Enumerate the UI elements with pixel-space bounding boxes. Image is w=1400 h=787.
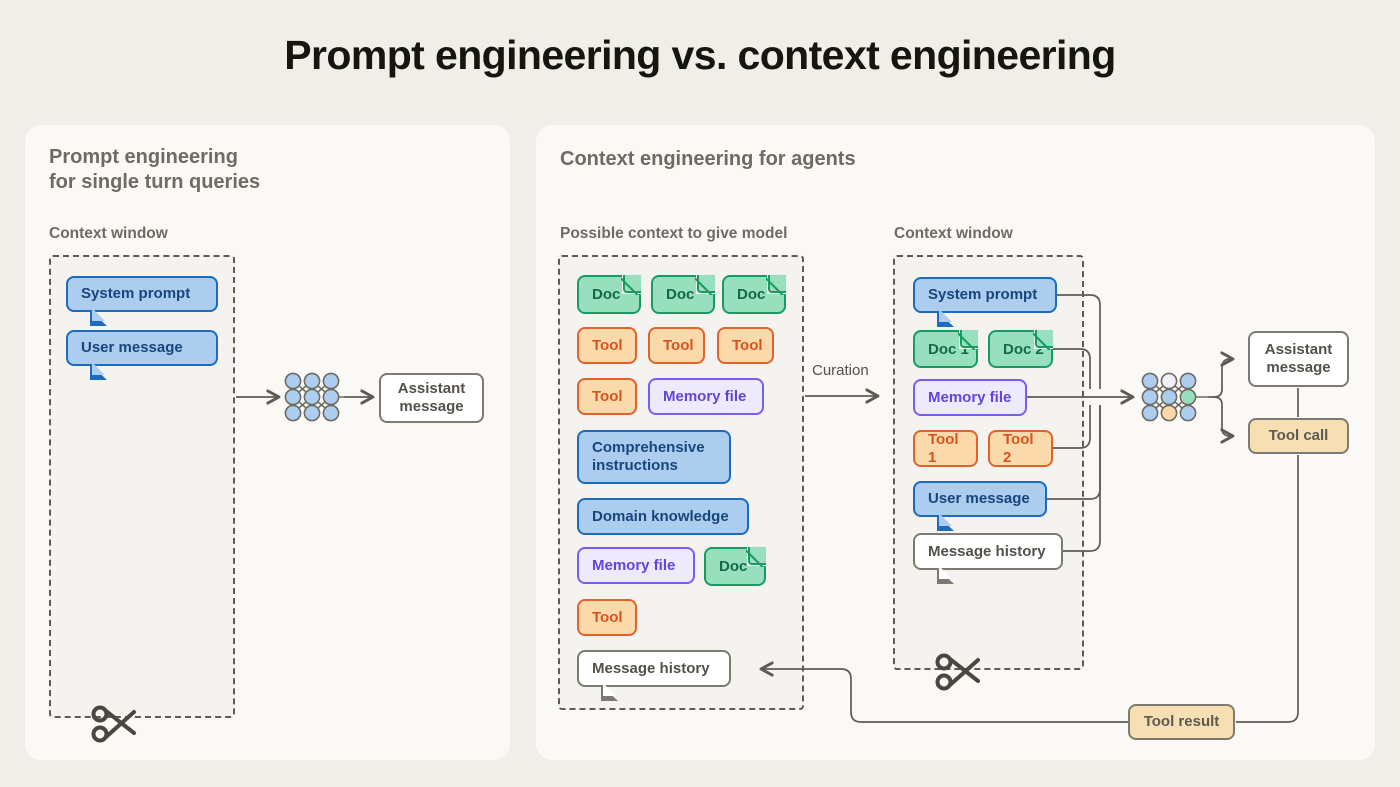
chip-label: System prompt bbox=[928, 286, 1038, 303]
chip-label: Tool 2 bbox=[1003, 430, 1034, 466]
chip-tool-4[interactable]: Tool bbox=[577, 378, 637, 415]
right-panel-heading: Context engineering for agents bbox=[560, 148, 856, 170]
chip-tool-3[interactable]: Tool bbox=[717, 327, 774, 364]
chip-comprehensive-instructions[interactable]: Comprehensive instructions bbox=[577, 430, 731, 484]
chip-label: Doc bbox=[737, 286, 766, 303]
chip-memory-file-2[interactable]: Memory file bbox=[577, 547, 695, 584]
bubble-tail-inner-icon bbox=[92, 361, 105, 375]
chip-system-prompt[interactable]: System prompt bbox=[66, 276, 218, 326]
doc-fold-edge bbox=[746, 547, 766, 567]
curation-label: Curation bbox=[812, 362, 869, 379]
ctx-chip-doc-2[interactable]: Doc 2 bbox=[988, 329, 1054, 368]
bubble-tail-inner-icon bbox=[939, 512, 952, 526]
chip-domain-knowledge[interactable]: Domain knowledge bbox=[577, 498, 749, 535]
chip-label: Tool bbox=[663, 336, 694, 354]
chip-label: Doc bbox=[666, 286, 695, 303]
possible-context-label: Possible context to give model bbox=[560, 225, 788, 242]
prompt-engineering-panel bbox=[25, 125, 510, 760]
ctx-chip-memory-file[interactable]: Memory file bbox=[913, 379, 1027, 416]
chip-label: Memory file bbox=[663, 387, 747, 405]
chip-doc-4[interactable]: Doc bbox=[704, 546, 767, 586]
ctx-chip-tool-1[interactable]: Tool 1 bbox=[913, 430, 978, 467]
chip-memory-file-1[interactable]: Memory file bbox=[648, 378, 764, 415]
left-panel-heading: Prompt engineering for single turn queri… bbox=[49, 146, 261, 193]
chip-doc-2[interactable]: Doc bbox=[651, 274, 716, 314]
chip-label: System prompt bbox=[81, 285, 191, 302]
assistant-message-box[interactable]: Assistant message bbox=[1248, 331, 1349, 387]
chip-label: Doc bbox=[719, 558, 748, 575]
chip-label: Comprehensive instructions bbox=[592, 439, 705, 474]
tool-call-box[interactable]: Tool call bbox=[1248, 418, 1349, 454]
box-label: Assistant message bbox=[397, 380, 466, 415]
chip-tool-5[interactable]: Tool bbox=[577, 599, 637, 636]
chip-doc-3[interactable]: Doc bbox=[722, 274, 787, 314]
right-context-window-label: Context window bbox=[894, 225, 1013, 242]
chip-label: Doc bbox=[592, 286, 621, 303]
chip-label: Message history bbox=[928, 542, 1046, 560]
doc-fold-edge bbox=[695, 275, 715, 295]
chip-label: User message bbox=[81, 339, 183, 356]
bubble-tail-inner-icon bbox=[92, 307, 105, 321]
chip-label: Memory file bbox=[592, 556, 676, 574]
chip-label: Memory file bbox=[928, 388, 1012, 406]
chip-label: Domain knowledge bbox=[592, 507, 729, 525]
bubble-tail-inner-icon bbox=[603, 682, 616, 696]
bubble-tail-inner-icon bbox=[939, 565, 952, 579]
ctx-chip-message-history[interactable]: Message history bbox=[913, 533, 1063, 584]
chip-message-history-possible[interactable]: Message history bbox=[577, 650, 731, 701]
chip-label: Tool 1 bbox=[928, 430, 959, 466]
left-context-window-region bbox=[49, 255, 235, 718]
left-context-window-label: Context window bbox=[49, 225, 168, 242]
chip-label: User message bbox=[928, 490, 1030, 507]
doc-fold-edge bbox=[766, 275, 786, 295]
tool-result-box[interactable]: Tool result bbox=[1128, 704, 1235, 740]
possible-context-region bbox=[558, 255, 804, 710]
box-label: Tool call bbox=[1268, 427, 1329, 444]
chip-label: Tool bbox=[732, 336, 763, 354]
chip-user-message[interactable]: User message bbox=[66, 330, 218, 380]
chip-label: Tool bbox=[592, 336, 623, 354]
bubble-tail-inner-icon bbox=[939, 308, 952, 322]
chip-doc-1[interactable]: Doc bbox=[577, 274, 642, 314]
ctx-chip-user-message[interactable]: User message bbox=[913, 481, 1047, 531]
chip-label: Tool bbox=[592, 608, 623, 626]
ctx-chip-system-prompt[interactable]: System prompt bbox=[913, 277, 1057, 327]
chip-tool-2[interactable]: Tool bbox=[648, 327, 705, 364]
box-label: Assistant message bbox=[1264, 341, 1333, 376]
box-label: Tool result bbox=[1143, 713, 1220, 730]
ctx-chip-doc-1[interactable]: Doc 1 bbox=[913, 329, 979, 368]
doc-fold-edge bbox=[958, 330, 978, 350]
chip-tool-1[interactable]: Tool bbox=[577, 327, 637, 364]
doc-fold-edge bbox=[1033, 330, 1053, 350]
ctx-chip-tool-2[interactable]: Tool 2 bbox=[988, 430, 1053, 467]
doc-fold-edge bbox=[621, 275, 641, 295]
left-assistant-message-box[interactable]: Assistant message bbox=[379, 373, 484, 423]
chip-label: Message history bbox=[592, 659, 710, 677]
chip-label: Tool bbox=[592, 387, 623, 405]
page-title: Prompt engineering vs. context engineeri… bbox=[284, 32, 1116, 78]
